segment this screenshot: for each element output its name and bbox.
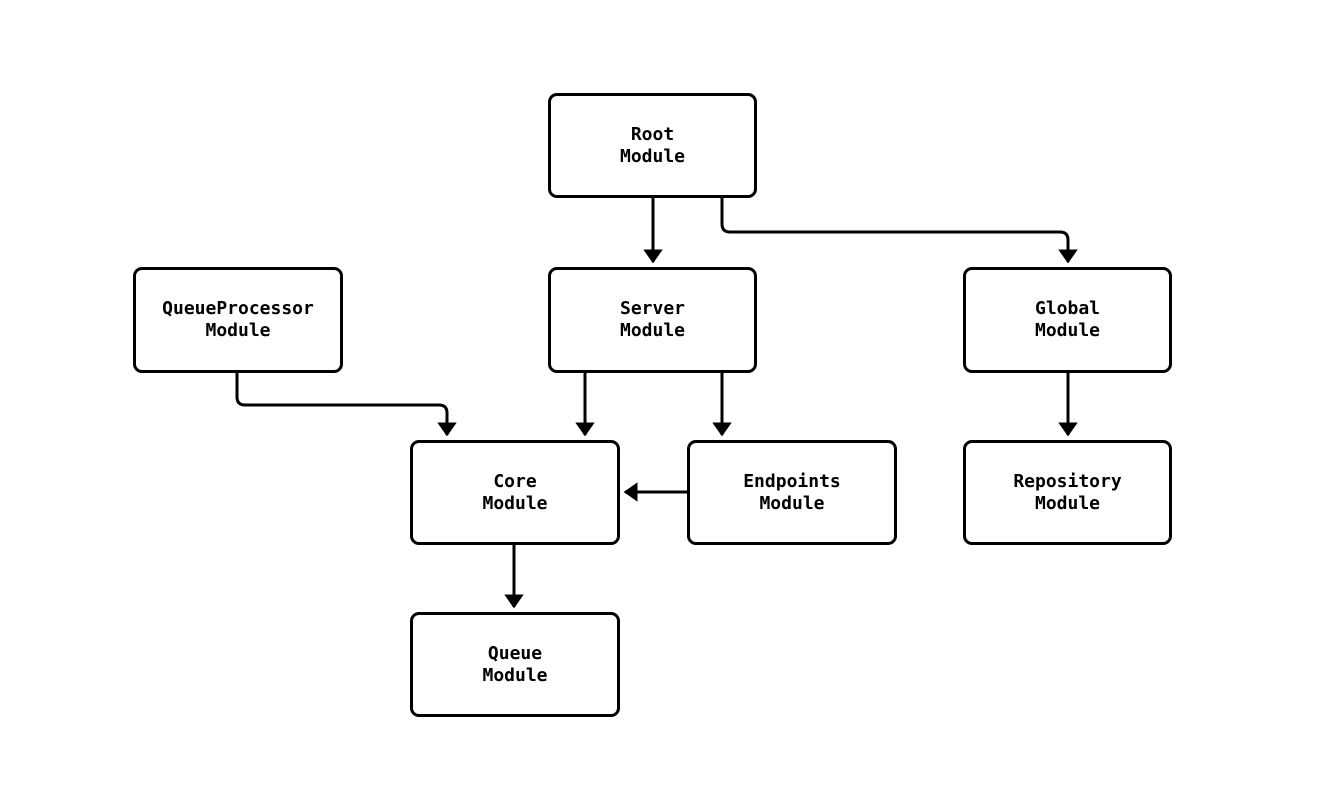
node-repository-module: Repository Module (963, 440, 1172, 545)
node-core-module-label: Core Module (482, 470, 548, 514)
node-queueprocessor-module: QueueProcessor Module (133, 267, 343, 373)
node-endpoints-module-label: Endpoints Module (743, 470, 841, 514)
node-server-module-label: Server Module (619, 298, 686, 341)
node-queue-module-label: Queue Module (482, 642, 548, 686)
node-core-module: Core Module (410, 440, 620, 545)
node-global-module: Global Module (963, 267, 1172, 373)
node-queueprocessor-module-label: QueueProcessor Module (162, 298, 314, 341)
edge-queueprocessor-to-core (235, 373, 457, 437)
node-endpoints-module: Endpoints Module (687, 440, 897, 545)
node-queue-module: Queue Module (410, 612, 620, 717)
node-root-module-label: Root Module (619, 123, 686, 167)
node-repository-module-label: Repository Module (1013, 470, 1122, 514)
edge-root-to-global (720, 198, 1078, 264)
node-global-module-label: Global Module (1034, 298, 1101, 341)
node-root-module: Root Module (548, 93, 757, 198)
node-server-module: Server Module (548, 267, 757, 373)
